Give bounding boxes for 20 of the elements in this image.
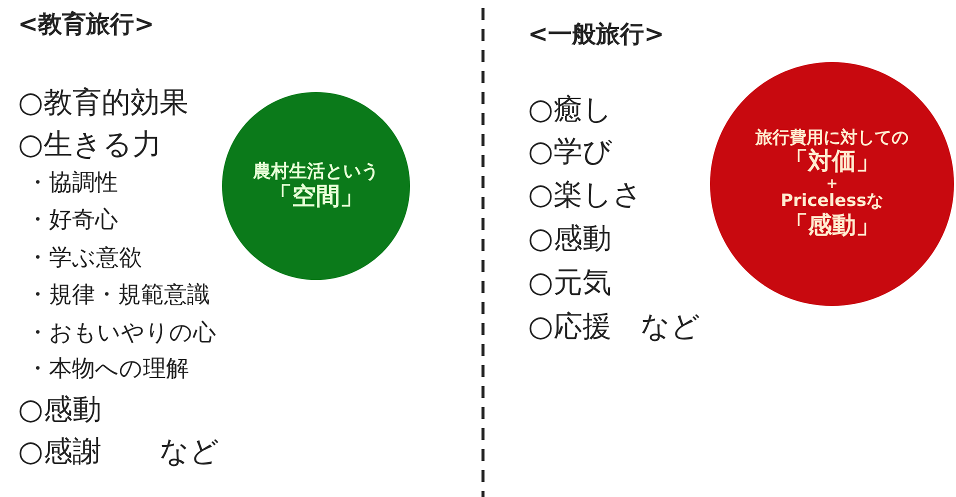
list-item: ○感動 <box>18 395 102 424</box>
list-item: ・おもいやりの心 <box>26 322 216 345</box>
list-item: ○応援 など <box>528 312 700 341</box>
list-item: ○生きる力 <box>18 130 162 159</box>
list-item: ・学ぶ意欲 <box>26 247 142 270</box>
list-item: ○学び <box>528 137 612 166</box>
list-item: ・規律・規範意識 <box>26 284 210 307</box>
node-text: 農村生活という 「空間」 <box>252 162 380 210</box>
list-item: ・好奇心 <box>26 209 118 232</box>
section-heading: <教育旅行> <box>18 12 154 36</box>
list-item: ○教育的効果 <box>18 88 188 117</box>
list-item: ○癒し <box>528 95 612 124</box>
section-heading: <一般旅行> <box>528 22 664 46</box>
node-text: 旅行費用に対しての 「対価」 + Pricelessな 「感動」 <box>754 128 910 240</box>
list-item: ・協調性 <box>26 172 118 195</box>
list-item: ○元気 <box>528 268 612 297</box>
list-item: ・本物への理解 <box>26 358 189 381</box>
list-item: ○楽しさ <box>528 180 642 209</box>
list-item: ○感動 <box>528 224 612 253</box>
list-item: ○感謝 など <box>18 437 220 466</box>
